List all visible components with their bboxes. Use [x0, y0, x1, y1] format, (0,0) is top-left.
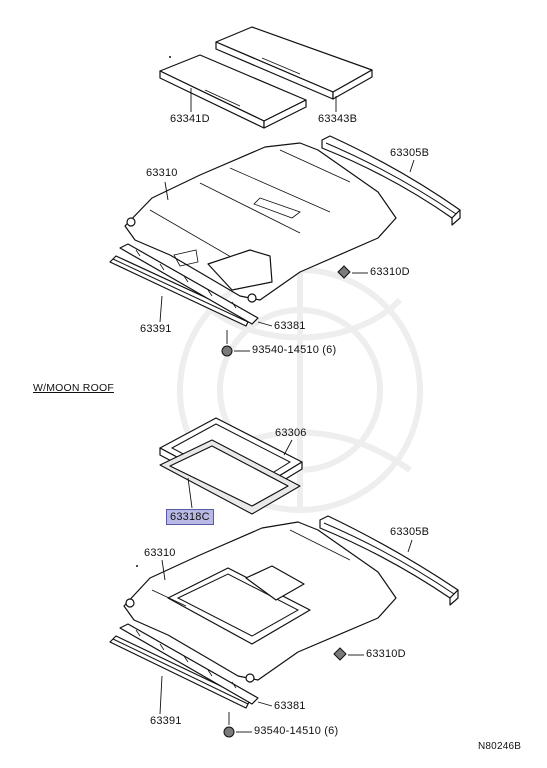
label-screw-top[interactable]: 93540-14510 (6): [252, 344, 337, 356]
label-63310-bottom[interactable]: 63310: [144, 547, 176, 559]
label-63391-top[interactable]: 63391: [140, 323, 172, 335]
label-63305b-top[interactable]: 63305B: [390, 147, 430, 159]
label-63306[interactable]: 63306: [275, 427, 307, 439]
leader-63381-bottom: [257, 701, 273, 707]
label-63310d-bottom[interactable]: 63310D: [366, 648, 406, 660]
leader-63391-top: [159, 295, 163, 323]
rail-63305b-bottom-shape: [319, 515, 459, 606]
screw-bottom-shape: [223, 712, 235, 738]
stray-dot: [136, 565, 138, 567]
leader-63318c: [187, 477, 193, 509]
headliner-top-shape: [124, 142, 397, 303]
leader-63305b-bottom: [407, 539, 413, 553]
label-63343b[interactable]: 63343B: [318, 113, 358, 125]
label-63318c[interactable]: 63318C: [166, 509, 214, 525]
leader-63306: [283, 439, 293, 456]
leader-63305b-top: [409, 159, 415, 173]
retainer-63381-bottom-shape: [119, 623, 259, 705]
leader-63310-top: [164, 181, 169, 201]
diagram-id: N80246B: [478, 741, 522, 752]
leader-63381-top: [257, 321, 273, 327]
clip-63310d-bottom-shape: [333, 647, 347, 661]
label-63310d-top[interactable]: 63310D: [370, 266, 410, 278]
stray-dot: [169, 56, 171, 58]
label-63391-bottom[interactable]: 63391: [150, 715, 182, 727]
label-63305b-bottom[interactable]: 63305B: [390, 526, 430, 538]
screw-top-shape: [221, 330, 233, 357]
label-screw-bottom[interactable]: 93540-14510 (6): [254, 725, 339, 737]
panel-63341d-shape: [159, 54, 307, 129]
rail-63305b-top-shape: [321, 135, 461, 226]
label-63310-top[interactable]: 63310: [146, 167, 178, 179]
headliner-bottom-shape: [123, 521, 397, 683]
label-63381-top[interactable]: 63381: [274, 320, 306, 332]
leader-63391-bottom: [159, 675, 163, 715]
leader-63310-bottom: [161, 559, 166, 581]
seal-63318c-shape: [159, 439, 301, 515]
retainer-63381-top-shape: [119, 243, 259, 325]
section-moonroof-label: W/MOON ROOF: [33, 382, 114, 394]
panel-63343b-shape: [215, 26, 373, 100]
label-63381-bottom[interactable]: 63381: [274, 700, 306, 712]
label-63341d[interactable]: 63341D: [170, 113, 210, 125]
clip-63310d-top-shape: [337, 265, 351, 279]
